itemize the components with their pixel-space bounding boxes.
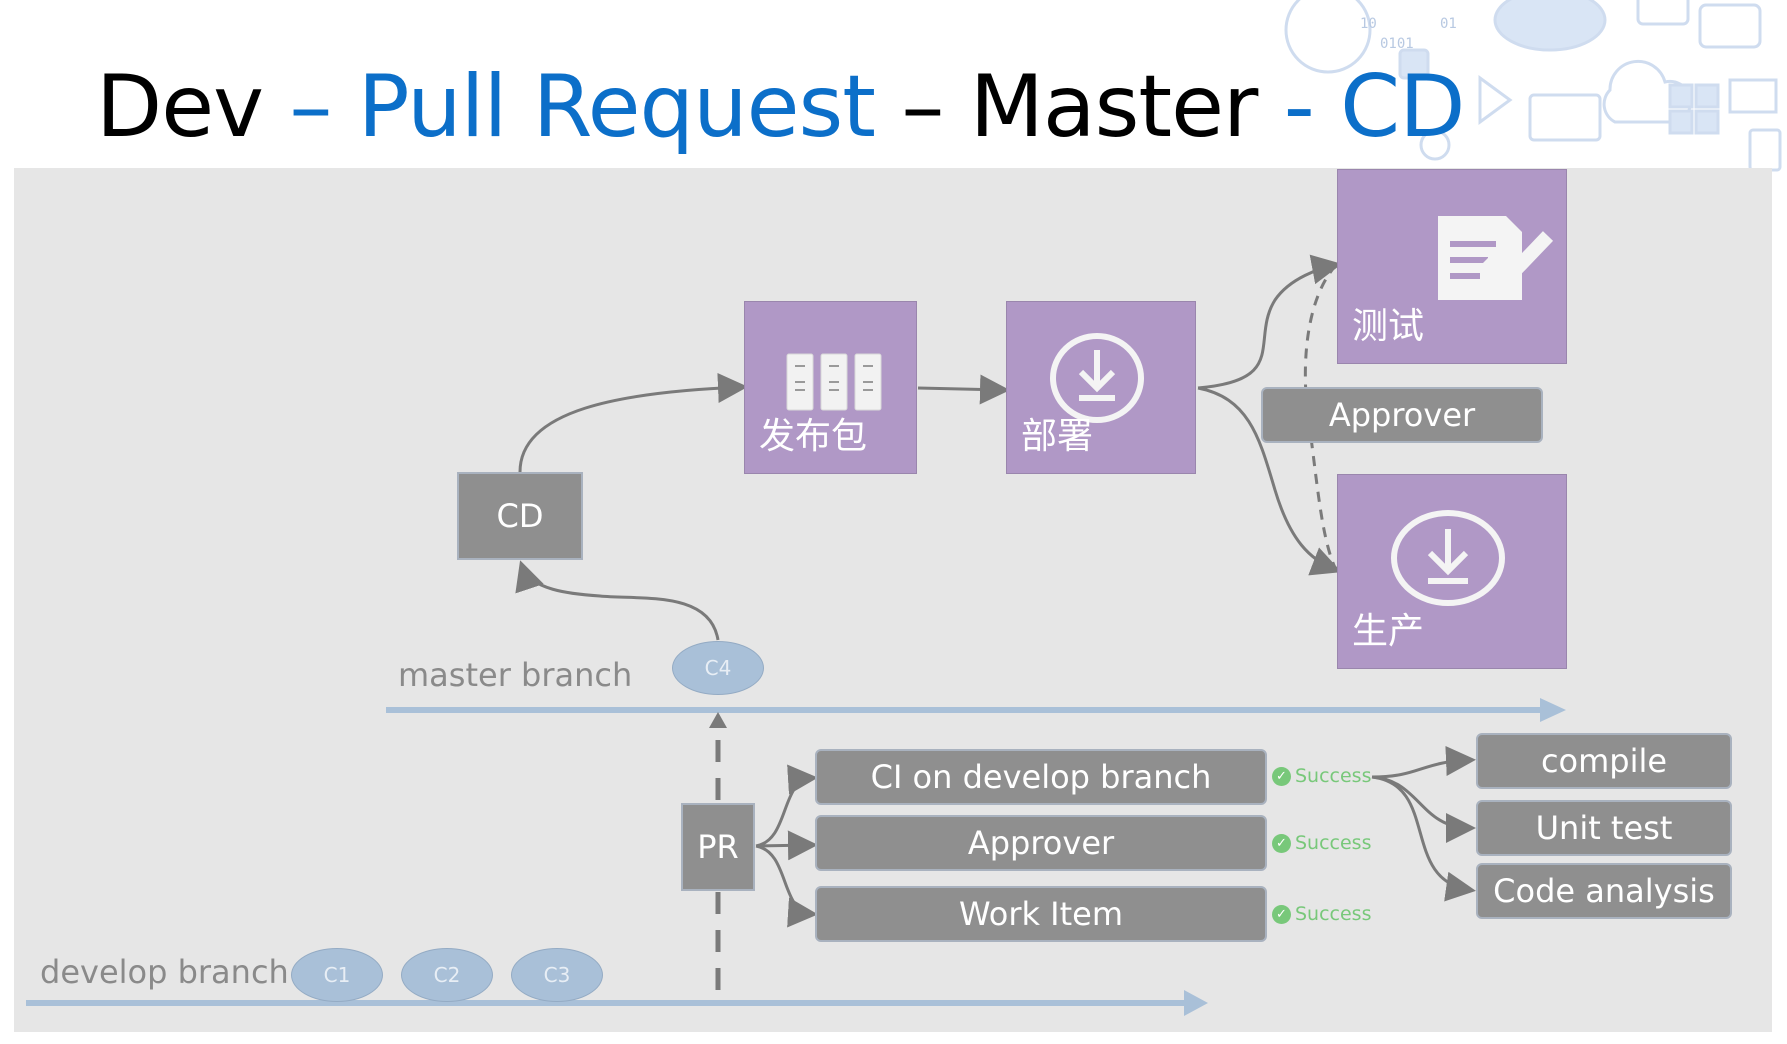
title-separator-2: – xyxy=(875,57,970,157)
publish-package-node: 发布包 xyxy=(744,301,917,474)
ci-develop-label: CI on develop branch xyxy=(870,758,1212,796)
deploy-node: 部署 xyxy=(1006,301,1196,474)
unit-test-step: Unit test xyxy=(1476,800,1732,856)
approver-check-label: Approver xyxy=(967,824,1115,862)
title-cd: CD xyxy=(1340,57,1465,157)
production-label: 生产 xyxy=(1352,611,1425,652)
download-icon xyxy=(1050,333,1144,423)
pr-node-label: PR xyxy=(697,828,739,866)
title-separator-3: - xyxy=(1257,57,1341,157)
decorative-icons-background: 10 0101 01 xyxy=(1284,0,1782,172)
test-node: 测试 xyxy=(1337,169,1567,364)
approver-success-text: Success xyxy=(1295,832,1372,854)
develop-branch-arrowhead xyxy=(1184,990,1208,1016)
unit-test-label: Unit test xyxy=(1535,809,1673,847)
commit-c2: C2 xyxy=(401,948,493,1002)
publish-package-label: 发布包 xyxy=(759,416,868,457)
code-analysis-step: Code analysis xyxy=(1476,863,1732,919)
title-pull-request: Pull Request xyxy=(357,57,876,157)
master-branch-arrowhead xyxy=(1540,698,1566,722)
approver-gate-label: Approver xyxy=(1328,396,1476,434)
production-node: 生产 xyxy=(1337,474,1567,669)
commit-c4: C4 xyxy=(672,641,764,695)
title-dev: Dev xyxy=(96,57,264,157)
slide-title: Dev – Pull Request – Master - CD xyxy=(96,52,1465,162)
check-circle-icon: ✓ xyxy=(1272,833,1291,853)
svg-text:01: 01 xyxy=(1440,16,1457,32)
ci-success-status: ✓ Success xyxy=(1272,765,1371,787)
commit-c1: C1 xyxy=(291,948,383,1002)
title-separator-1: – xyxy=(263,57,358,157)
approver-gate: Approver xyxy=(1261,387,1543,443)
pr-node: PR xyxy=(681,803,755,891)
code-analysis-label: Code analysis xyxy=(1493,872,1715,910)
servers-icon xyxy=(786,353,882,411)
commit-c3: C3 xyxy=(511,948,603,1002)
approver-success-status: ✓ Success xyxy=(1272,832,1371,854)
check-circle-icon: ✓ xyxy=(1272,766,1291,786)
ci-success-text: Success xyxy=(1295,765,1372,787)
work-item-success-text: Success xyxy=(1295,903,1372,925)
svg-text:0101: 0101 xyxy=(1380,36,1414,52)
develop-branch-label: develop branch xyxy=(40,953,289,991)
check-circle-icon: ✓ xyxy=(1272,904,1291,924)
cd-node-label: CD xyxy=(496,497,544,535)
download-icon xyxy=(1391,510,1505,606)
ci-develop-check: CI on develop branch xyxy=(815,749,1267,805)
title-master: Master xyxy=(969,57,1259,157)
test-label: 测试 xyxy=(1352,306,1425,347)
work-item-success-status: ✓ Success xyxy=(1272,903,1371,925)
master-branch-label: master branch xyxy=(398,656,633,694)
compile-step: compile xyxy=(1476,733,1732,789)
cd-node: CD xyxy=(457,472,583,560)
compile-label: compile xyxy=(1540,742,1668,780)
document-check-icon xyxy=(1438,216,1554,300)
approver-check: Approver xyxy=(815,815,1267,871)
work-item-label: Work Item xyxy=(958,895,1124,933)
deploy-label: 部署 xyxy=(1021,416,1094,457)
work-item-check: Work Item xyxy=(815,886,1267,942)
svg-text:10: 10 xyxy=(1360,16,1377,32)
